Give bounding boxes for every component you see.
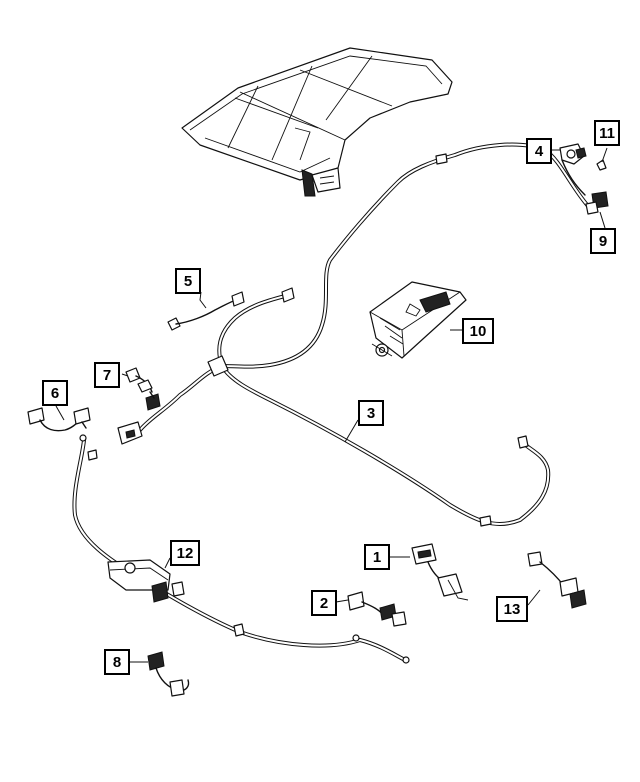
main-harness-wire (117, 142, 590, 527)
part-13-sensor (527, 551, 587, 609)
part-11-clip (596, 159, 607, 171)
callout-4: 4 (526, 138, 552, 164)
part-10-module (369, 281, 467, 359)
callout-10: 10 (462, 318, 494, 344)
part-1-sensor (411, 543, 469, 601)
part-12-cable (72, 434, 410, 664)
part-4-sensor (559, 143, 587, 196)
callout-2: 2 (311, 590, 337, 616)
callout-11: 11 (594, 120, 620, 146)
part-9-switch (585, 191, 609, 215)
callout-12: 12 (170, 540, 200, 566)
leader-lines (55, 147, 608, 663)
convertible-top (181, 47, 453, 197)
callout-3: 3 (358, 400, 384, 426)
callout-5: 5 (175, 268, 201, 294)
part-8-sensor (147, 651, 190, 697)
callout-13: 13 (496, 596, 528, 622)
part-7-connector (125, 367, 161, 411)
part-5-wire (167, 291, 245, 331)
part-2-sensor (347, 591, 407, 627)
callout-6: 6 (42, 380, 68, 406)
callout-9: 9 (590, 228, 616, 254)
callout-1: 1 (364, 544, 390, 570)
part-6-connector (27, 407, 91, 432)
callout-7: 7 (94, 362, 120, 388)
callout-8: 8 (104, 649, 130, 675)
